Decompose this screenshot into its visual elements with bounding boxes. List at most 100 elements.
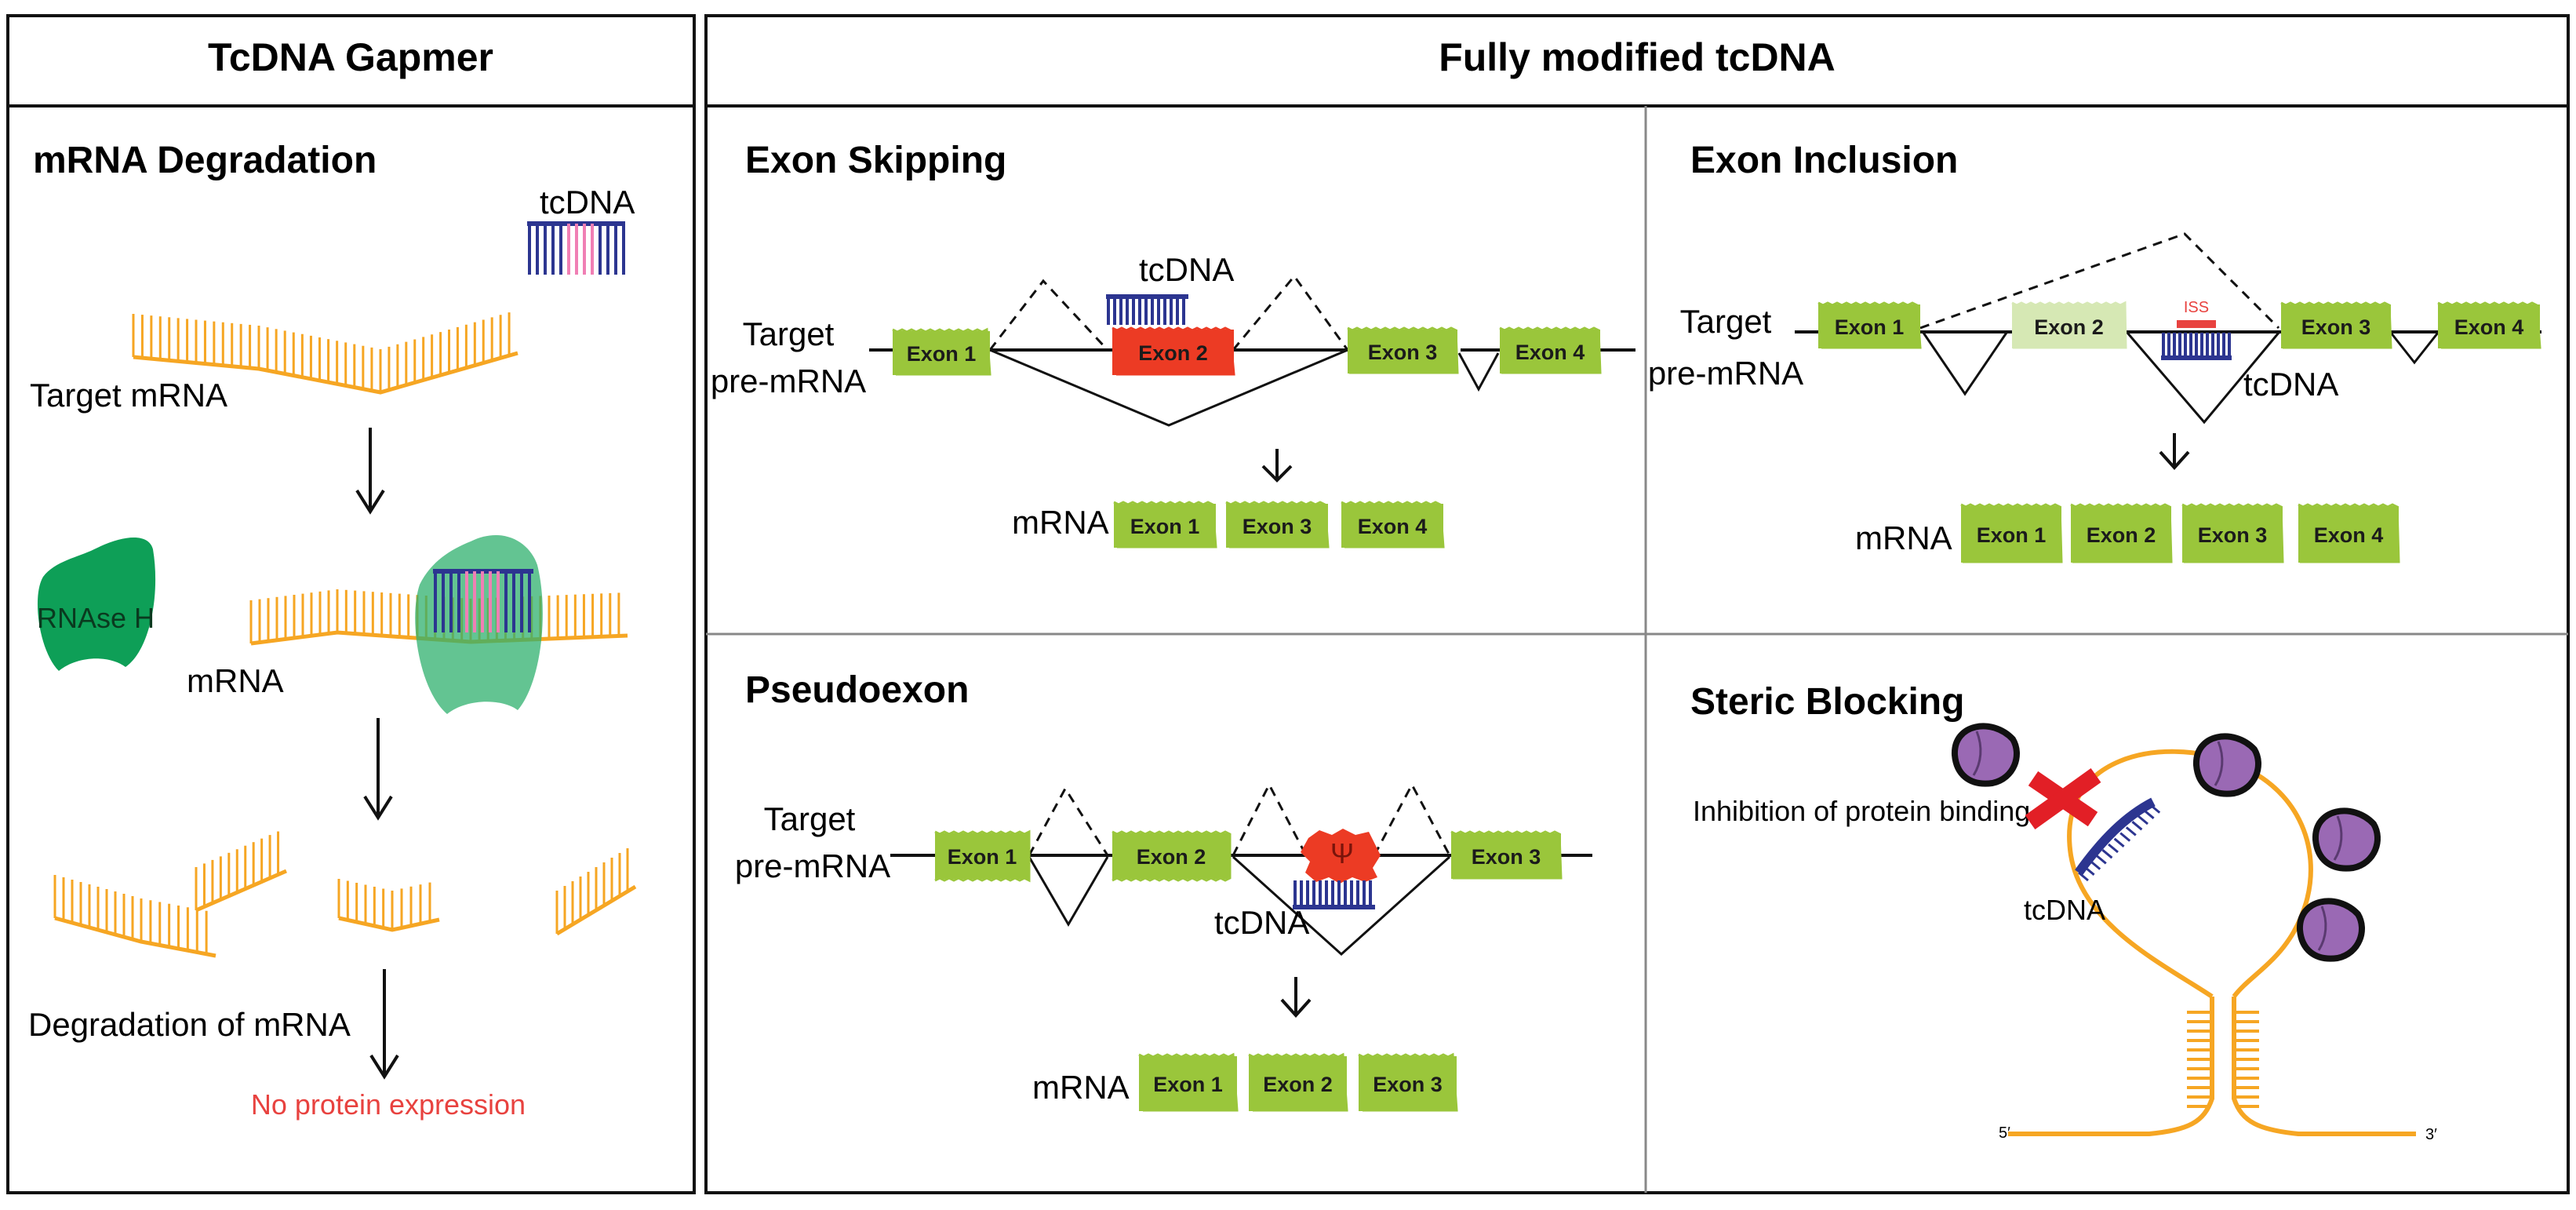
inc-mrna-exon-4-label: Exon 4 [2314, 523, 2384, 547]
fragment-1-backbone [54, 916, 216, 958]
pse-exon-2: Exon 2 [1112, 830, 1232, 882]
degradation-title: mRNA Degradation [33, 140, 377, 181]
skip-exon-4-box [1500, 330, 1600, 374]
fragment-4 [555, 848, 637, 936]
inc-exon-2: Exon 2 [2011, 301, 2127, 349]
pseudoexon-dashed-3 [1373, 782, 1451, 856]
protein-unbound [1951, 723, 2020, 787]
inc-exon-1-rough-edge [1817, 301, 1922, 349]
panel-frames [6, 14, 2570, 1194]
skip-mrna-exon-3-rough-edge [1225, 501, 1330, 549]
iss-label: ISS [2184, 299, 2209, 316]
inc-exon-1-label: Exon 1 [1835, 315, 1905, 339]
skipping-tcdna-icon [1106, 294, 1188, 325]
pseudoexon-psi-symbol: Ψ [1330, 837, 1354, 869]
skipping-intron-triangle [1457, 352, 1500, 392]
pse-mrna-exon-1-label: Exon 1 [1153, 1073, 1223, 1096]
inc-exon-2-rough-edge [2011, 301, 2127, 349]
pse-tcdna [1293, 880, 1375, 909]
pse-mrna-exon-3-rough-edge [1358, 1052, 1458, 1112]
mrna-fragments [53, 831, 637, 958]
skip-mrna-exon-4-rough-edge [1341, 501, 1445, 549]
skip-mrna-exon-3-box [1226, 504, 1328, 548]
hairpin-right-stem [2232, 997, 2416, 1136]
inc-exon-1-box [1818, 304, 1920, 348]
skip-mrna-exon-3: Exon 3 [1225, 501, 1330, 549]
inhibition-label: Inhibition of protein binding [1693, 795, 2030, 827]
protein-right [2312, 807, 2381, 872]
pse-mrna-exon-2-rough-edge [1248, 1052, 1348, 1112]
pse-mrna-exon-3: Exon 3 [1358, 1052, 1458, 1112]
protein-lower-fold [2317, 906, 2327, 951]
skip-mrna-exon-4-label: Exon 4 [1358, 515, 1428, 538]
pse-mrna-exon-2-box [1249, 1056, 1347, 1111]
skipping-arrow-head [1261, 465, 1293, 483]
cross-stroke-2 [2025, 768, 2101, 829]
pse-mrna-exon-2-label: Exon 2 [1263, 1073, 1333, 1096]
fragment-3-backbone [338, 916, 440, 932]
protein-unbound-body [1951, 723, 2020, 787]
inc-mrna-exon-2-box [2071, 506, 2171, 563]
inclusion-triangle-1 [1922, 332, 2008, 396]
pseudoexon-title: Pseudoexon [745, 669, 969, 711]
skip-exon-1: Exon 1 [892, 327, 991, 376]
skip-exon-4-label: Exon 4 [1515, 341, 1585, 364]
protein-right-body [2312, 807, 2381, 872]
mrna-label: mRNA [187, 662, 284, 699]
steric-blocking-panel: Steric Blocking Inhibition of protein bi… [1690, 681, 2437, 1143]
inc-mrna-exon-3-box [2182, 506, 2283, 563]
protein-lower-body [2296, 898, 2365, 962]
skip-mrna-exon-4: Exon 4 [1341, 501, 1445, 549]
inc-exon-3-rough-edge [2280, 301, 2392, 349]
inc-exon-3: Exon 3 [2280, 301, 2392, 349]
pse-exon-1: Exon 1 [934, 829, 1031, 883]
inclusion-dashed-skip [1919, 232, 2280, 330]
right-header: Fully modified tcDNA [1439, 35, 1836, 79]
skipping-mrna-label: mRNA [1012, 504, 1109, 541]
inc-mrna-exon-1-label: Exon 1 [1977, 523, 2047, 547]
steric-tcdna-base [2149, 804, 2161, 814]
pseudoexon-dashed-2 [1232, 782, 1308, 856]
pseudoexon-premrna-exons: Exon 1 Exon 2 Exon 3 [934, 829, 1563, 883]
rnase-h-label: RNAse H [37, 602, 155, 634]
skip-exon-2-box [1112, 330, 1234, 375]
skip-exon-1-rough-edge [892, 327, 991, 376]
steric-tcdna-strand [2075, 797, 2161, 882]
exon-skipping-panel: Exon Skipping Target pre-mRNA tcDNA Exon… [711, 140, 1635, 549]
steric-tcdna-base [2083, 866, 2095, 876]
inclusion-arrow-head [2159, 450, 2190, 470]
pse-exon-3: Exon 3 [1450, 830, 1563, 880]
proteins [1951, 723, 2381, 962]
pseudoexon-tcdna-label: tcDNA [1214, 904, 1309, 941]
rnase-h-bound-shape [415, 534, 543, 714]
pse-exon-2-box [1112, 833, 1230, 879]
protein-top-fold [2214, 741, 2224, 786]
inclusion-premrna-label: pre-mRNA [1648, 355, 1803, 392]
steric-tcdna-bases [2075, 797, 2161, 882]
inc-exon-3-box [2281, 304, 2391, 348]
iss-site [2177, 320, 2216, 328]
gapmer-bound-comb [433, 569, 533, 632]
target-mrna-label: Target mRNA [30, 377, 227, 414]
fragment-2 [195, 831, 287, 913]
pse-exon-3-box [1451, 833, 1561, 879]
steric-tcdna-base [2125, 826, 2137, 836]
no-protein-label: No protein expression [251, 1088, 526, 1121]
steric-tcdna-band [2075, 797, 2156, 876]
steric-title: Steric Blocking [1690, 681, 1964, 723]
pse-exon-3-label: Exon 3 [1472, 845, 1541, 869]
steric-tcdna-base [2095, 855, 2107, 865]
arrow-down-2-head [363, 795, 393, 821]
inc-exon-3-label: Exon 3 [2301, 315, 2371, 339]
pseudoexon-tcdna-icon [1293, 880, 1375, 909]
protein-right-fold [2333, 815, 2343, 861]
inc-mrna-exon-3-rough-edge [2181, 503, 2284, 563]
skip-exon-4: Exon 4 [1499, 326, 1602, 374]
steric-tcdna-base [2143, 809, 2155, 819]
skipping-dashed-splice-1 [988, 279, 1109, 352]
